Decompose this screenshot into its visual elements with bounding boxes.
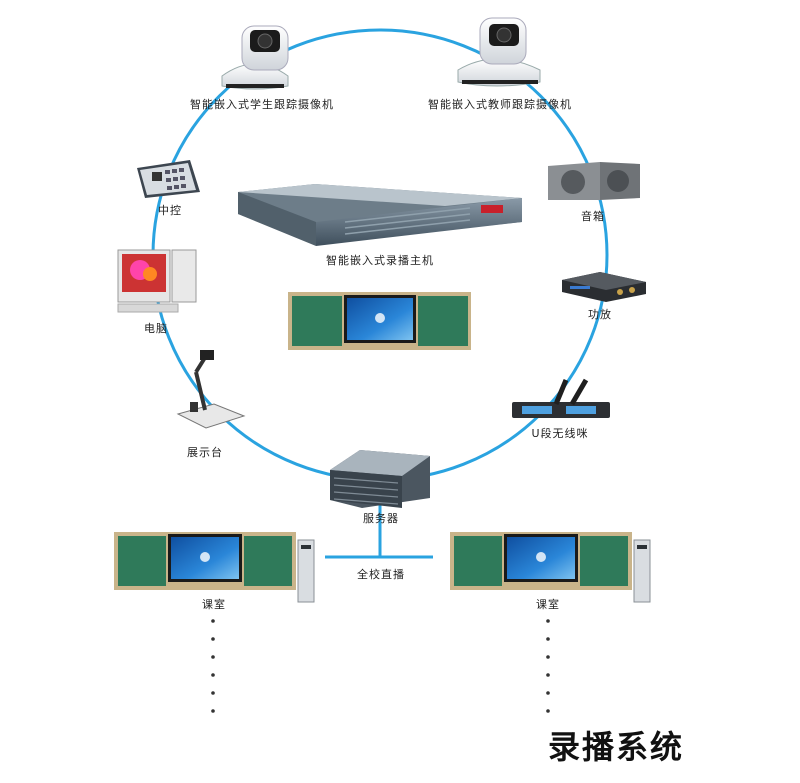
label-campus-live: 全校直播 bbox=[357, 568, 405, 581]
student-camera-device bbox=[221, 25, 289, 90]
computer-device bbox=[117, 249, 197, 313]
speaker-device bbox=[548, 162, 640, 200]
page-title: 录播系统 bbox=[548, 728, 685, 766]
label-teacher-camera: 智能嵌入式教师跟踪摄像机 bbox=[428, 98, 572, 111]
label-computer: 电脑 bbox=[144, 322, 168, 335]
label-document-camera: 展示台 bbox=[187, 446, 223, 459]
label-wireless-mic: U段无线咪 bbox=[531, 427, 589, 440]
classroom-continuation-dots bbox=[211, 619, 550, 713]
classroom-left-board bbox=[114, 532, 315, 603]
document-camera-device bbox=[176, 350, 246, 429]
server-device bbox=[330, 450, 430, 508]
central-control-device bbox=[137, 160, 200, 198]
label-classroom-left: 课室 bbox=[202, 598, 226, 611]
wireless-mic-device bbox=[512, 378, 610, 418]
label-server: 服务器 bbox=[363, 512, 399, 525]
label-amplifier: 功放 bbox=[588, 308, 612, 321]
label-central-control: 中控 bbox=[158, 204, 182, 217]
label-classroom-right: 课室 bbox=[536, 598, 560, 611]
teacher-camera-device bbox=[457, 17, 541, 87]
label-student-camera: 智能嵌入式学生跟踪摄像机 bbox=[190, 98, 334, 111]
classroom-right-board bbox=[450, 532, 651, 603]
label-recording-host: 智能嵌入式录播主机 bbox=[326, 254, 434, 267]
amplifier-device bbox=[562, 272, 646, 302]
center-smart-board bbox=[288, 292, 471, 350]
label-speaker: 音箱 bbox=[581, 210, 605, 223]
recording-host-device bbox=[238, 184, 522, 246]
